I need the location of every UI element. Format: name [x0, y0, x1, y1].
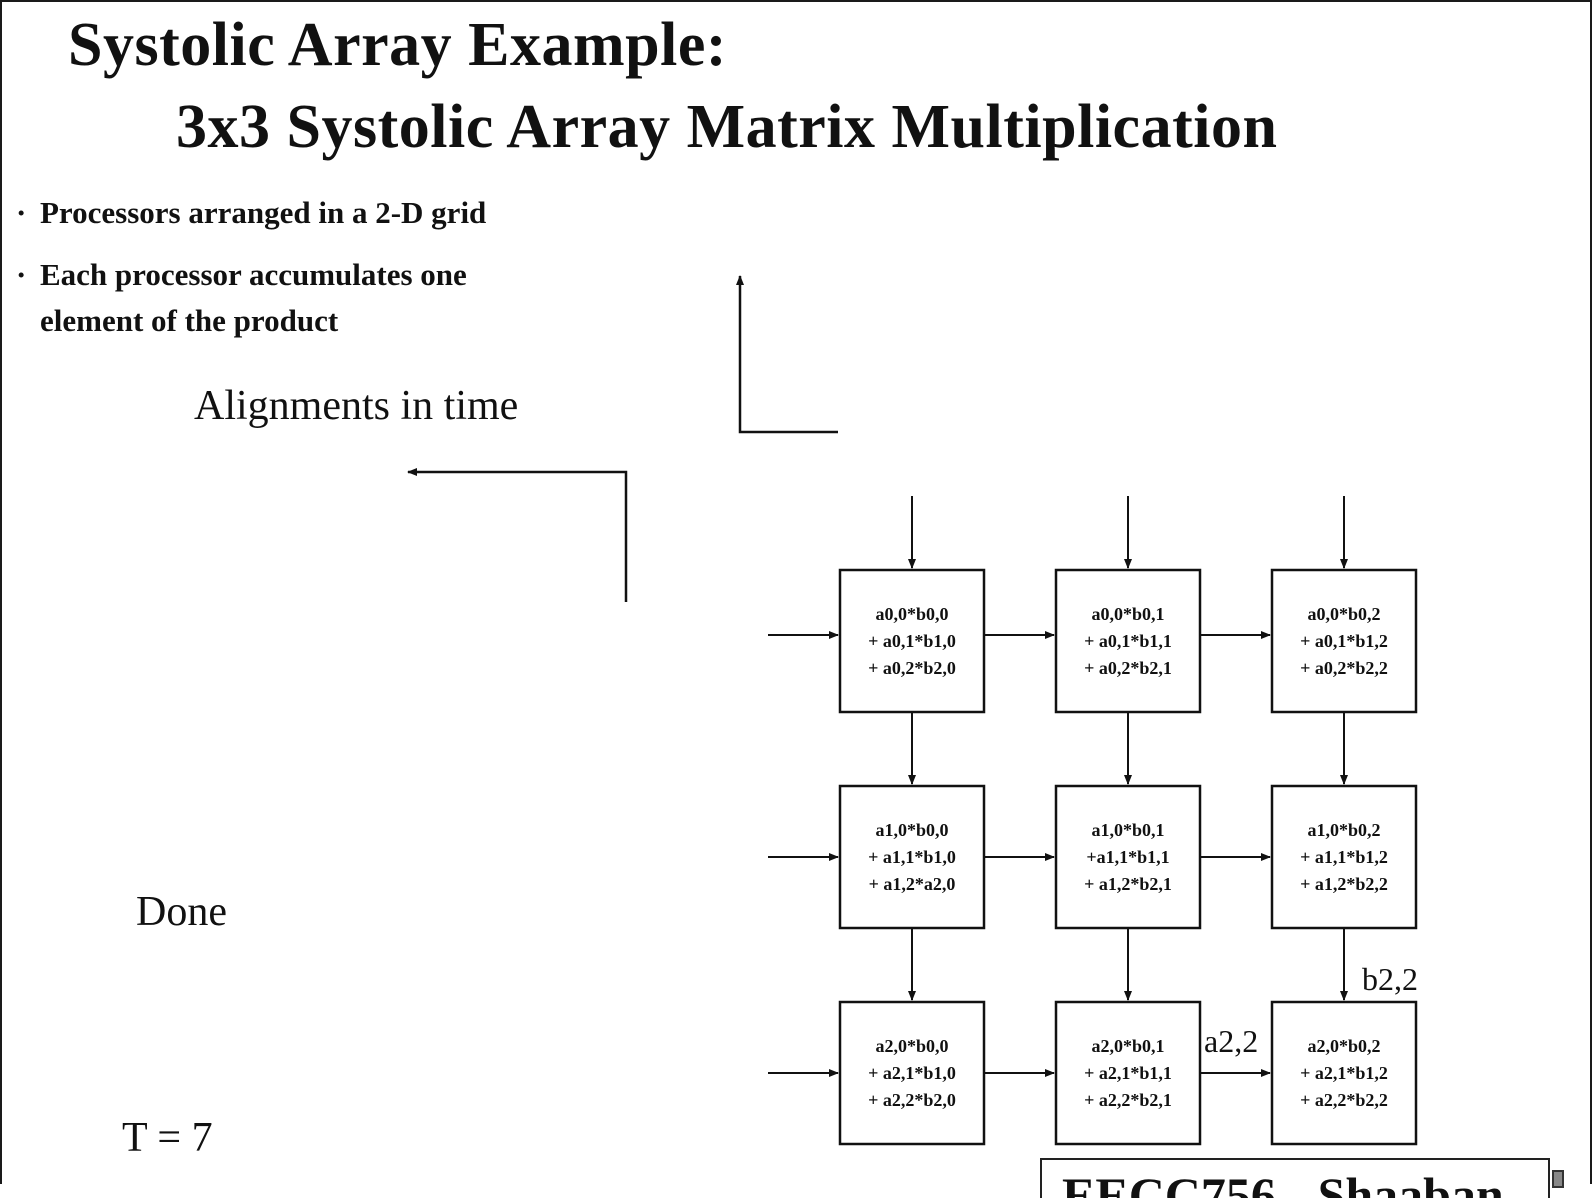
processor-cell-1-1 [1054, 784, 1202, 930]
b-input-label: b2,2 [1362, 961, 1418, 997]
processor-cell-term: + a2,1*b1,1 [1084, 1063, 1172, 1083]
processor-cell-term: + a0,2*b2,2 [1300, 658, 1388, 678]
processor-cell-term: + a2,2*b2,0 [868, 1090, 956, 1110]
processor-cell-term: a2,0*b0,1 [1091, 1036, 1164, 1056]
processor-cell-1-2 [1270, 784, 1418, 930]
processor-cell-0-0 [838, 568, 986, 714]
time-step-label: T = 7 [122, 1115, 213, 1161]
processor-cell-2-1 [1054, 1000, 1202, 1146]
footer-text: EECC756 - Shaaban [1062, 1167, 1504, 1198]
processor-cell-term: a1,0*b0,2 [1307, 820, 1380, 840]
processor-cell-term: a0,0*b0,1 [1091, 604, 1164, 624]
processor-cell-term: a0,0*b0,0 [875, 604, 948, 624]
processor-cell-term: + a0,1*b1,1 [1084, 631, 1172, 651]
processor-cell-term: + a2,1*b1,0 [868, 1063, 956, 1083]
processor-grid: a0,0*b0,0 + a0,1*b1,0 + a0,2*b2,0 a0,0*b0,1… [768, 496, 1418, 1146]
footer-scroll-tab [1552, 1170, 1564, 1188]
slide-title-line1: Systolic Array Example: [68, 11, 727, 79]
processor-cell-term: + a0,1*b1,2 [1300, 631, 1388, 651]
processor-cell-0-1 [1054, 568, 1202, 714]
processor-cell-0-2 [1270, 568, 1418, 714]
processor-cell-term: + a0,2*b2,1 [1084, 658, 1172, 678]
processor-cell-term: + a1,1*b1,0 [868, 847, 956, 867]
processor-cell-term: a1,0*b0,0 [875, 820, 948, 840]
processor-cell-term: a1,0*b0,1 [1091, 820, 1164, 840]
a-input-label: a2,2 [1204, 1023, 1258, 1059]
bullet-text: Each processor accumulates one [40, 257, 467, 292]
processor-cell-term: + a2,2*b2,1 [1084, 1090, 1172, 1110]
alignments-label: Alignments in time [194, 383, 519, 429]
processor-cell-term: + a1,2*a2,0 [869, 874, 956, 894]
processor-cell-term: a0,0*b0,2 [1307, 604, 1380, 624]
processor-cell-term: + a1,2*b2,1 [1084, 874, 1172, 894]
bullet-text: Processors arranged in a 2-D grid [40, 195, 487, 230]
done-label: Done [136, 889, 227, 935]
slide-title-line2: 3x3 Systolic Array Matrix Multiplication [176, 93, 1278, 161]
processor-cell-term: + a0,1*b1,0 [868, 631, 956, 651]
processor-cell-term: + a0,2*b2,0 [868, 658, 956, 678]
processor-cell-1-0 [838, 784, 986, 930]
processor-cell-2-0 [838, 1000, 986, 1146]
bullet-text-continued: element of the product [40, 303, 339, 338]
bullet-item: · Processors arranged in a 2-D grid [16, 190, 486, 236]
processor-cell-term: + a1,2*b2,2 [1300, 874, 1388, 894]
alignment-arrow-vertical [736, 275, 838, 434]
processor-cell-term: a2,0*b0,0 [875, 1036, 948, 1056]
bullet-marker: · [16, 195, 27, 230]
processor-cell-term: + a2,2*b2,2 [1300, 1090, 1388, 1110]
processor-cell-2-2 [1270, 1000, 1418, 1146]
footer-box: EECC756 - Shaaban [1040, 1158, 1550, 1198]
processor-cell-term: a2,0*b0,2 [1307, 1036, 1380, 1056]
processor-cell-term: + a2,1*b1,2 [1300, 1063, 1388, 1083]
bullet-item: · Each processor accumulates one element … [16, 252, 467, 344]
bullet-marker: · [16, 257, 27, 292]
processor-cell-term: +a1,1*b1,1 [1086, 847, 1169, 867]
processor-cell-term: + a1,1*b1,2 [1300, 847, 1388, 867]
alignment-arrow-horizontal [407, 468, 628, 602]
